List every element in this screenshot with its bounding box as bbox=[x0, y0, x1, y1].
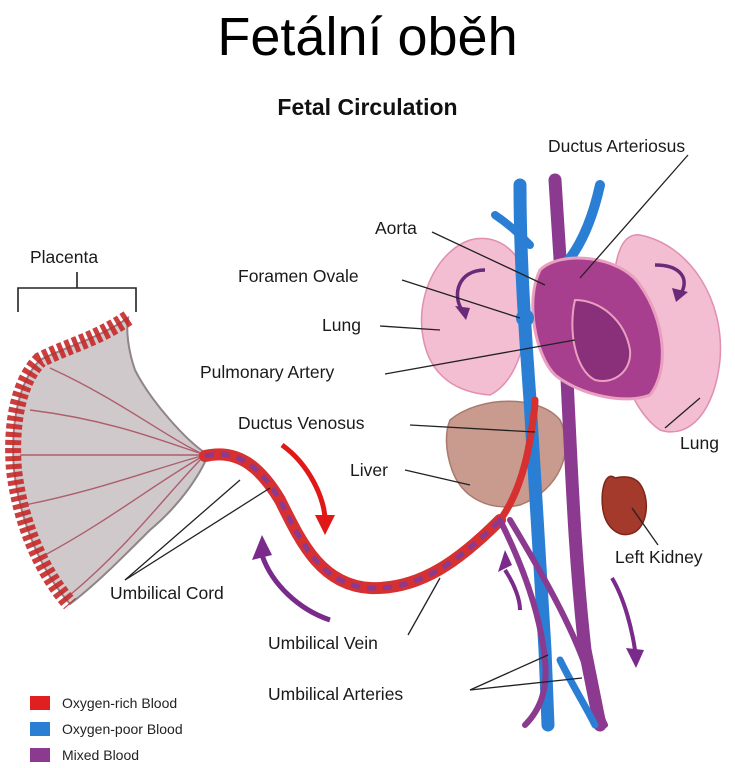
legend-item: Mixed Blood bbox=[30, 742, 183, 768]
umbilical-artery-2 bbox=[510, 520, 605, 725]
flow-arrow-purple-right bbox=[612, 578, 635, 650]
left-lung bbox=[422, 238, 529, 395]
label-ductus-arteriosus: Ductus Arteriosus bbox=[548, 136, 685, 157]
legend-label: Mixed Blood bbox=[62, 747, 139, 763]
label-lung-left: Lung bbox=[322, 315, 361, 336]
label-liver: Liver bbox=[350, 460, 388, 481]
label-foramen-ovale: Foramen Ovale bbox=[238, 266, 359, 287]
label-aorta: Aorta bbox=[375, 218, 417, 239]
legend-swatch-oxygen-rich bbox=[30, 696, 50, 710]
label-lung-right: Lung bbox=[680, 433, 719, 454]
legend-swatch-oxygen-poor bbox=[30, 722, 50, 736]
left-kidney bbox=[602, 476, 646, 534]
label-pulmonary-artery: Pulmonary Artery bbox=[200, 362, 334, 383]
label-umbilical-cord: Umbilical Cord bbox=[110, 583, 224, 604]
legend-item: Oxygen-poor Blood bbox=[30, 716, 183, 742]
placenta-bracket bbox=[18, 272, 136, 312]
label-left-kidney: Left Kidney bbox=[615, 547, 703, 568]
label-ductus-venosus: Ductus Venosus bbox=[238, 413, 364, 434]
flow-arrow-purple-vessel bbox=[505, 570, 520, 610]
liver bbox=[446, 401, 565, 507]
label-placenta: Placenta bbox=[30, 247, 98, 268]
legend-item: Oxygen-rich Blood bbox=[30, 690, 183, 716]
legend-label: Oxygen-rich Blood bbox=[62, 695, 177, 711]
legend-label: Oxygen-poor Blood bbox=[62, 721, 183, 737]
label-umbilical-arteries: Umbilical Arteries bbox=[268, 684, 403, 705]
legend: Oxygen-rich Blood Oxygen-poor Blood Mixe… bbox=[30, 690, 183, 768]
label-umbilical-vein: Umbilical Vein bbox=[268, 633, 378, 654]
legend-swatch-mixed bbox=[30, 748, 50, 762]
